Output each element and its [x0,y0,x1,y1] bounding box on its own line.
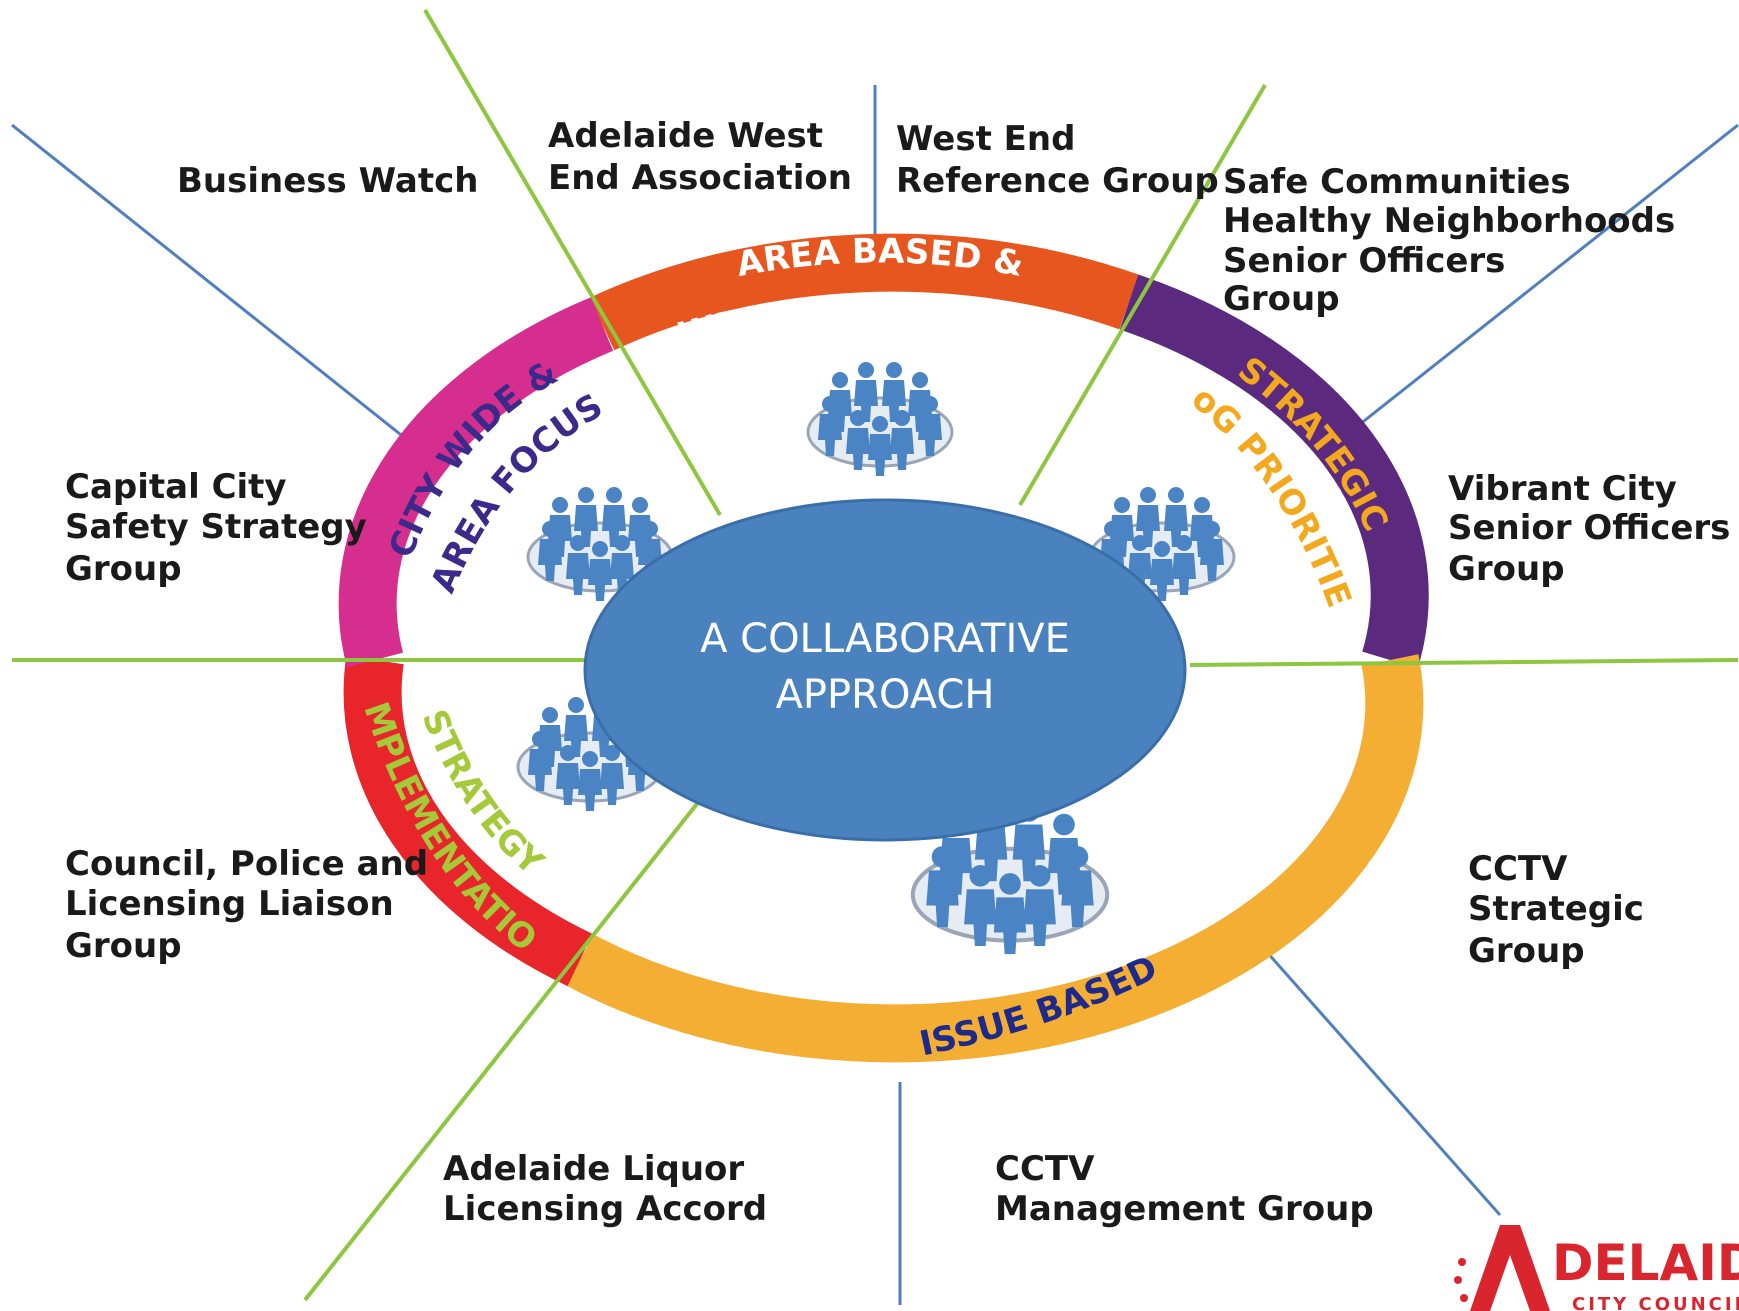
group-adelaide-west-end: Adelaide West End Association [548,116,852,198]
group-label: Licensing Accord [443,1189,767,1229]
logo-dot-icon [1454,1276,1462,1284]
logo-a-mark-icon [1470,1225,1550,1311]
group-label: Safety Strategy [65,507,367,547]
logo-subtext: CITY COUNCIL [1572,1294,1739,1311]
group-liquor-accord: Adelaide Liquor Licensing Accord [443,1149,767,1229]
group-label: Group [1223,279,1340,319]
group-label: Senior Officers [1223,241,1505,281]
logo-dot-icon [1460,1294,1468,1302]
group-label: Reference Group [896,161,1219,201]
group-label: Adelaide Liquor [443,1149,744,1189]
divider-line-4 [1189,658,1739,667]
people-group-icon [808,362,952,476]
segment-strategy-implementation [343,655,593,987]
group-label: CCTV [1468,849,1568,889]
segment-issue-based [566,654,1424,1063]
group-capital-city: Capital City Safety Strategy Group [65,467,367,589]
group-label: Vibrant City [1448,469,1677,509]
adelaide-city-council-logo: DELAIDE CITY COUNCIL [1454,1225,1739,1311]
ring [338,233,1429,1063]
group-label: Council, Police and [65,844,428,884]
group-label: End Association [548,158,852,198]
group-label: Group [1448,549,1565,589]
group-label: Senior Officers [1448,508,1730,548]
group-label: Business Watch [177,161,478,201]
logo-text: DELAIDE [1552,1234,1739,1292]
group-label: West End [896,119,1075,159]
divider-line-1 [423,8,722,517]
group-council-police: Council, Police and Licensing Liaison Gr… [65,844,428,966]
divider-line-2 [1018,83,1267,507]
spoke-line-cctv-strategic [1263,949,1502,1216]
segment-area-based [589,233,1139,351]
group-label: Group [65,926,182,966]
group-west-end-reference: West End Reference Group [896,119,1219,201]
group-safe-communities: Safe Communities Healthy Neighborhoods S… [1223,162,1675,319]
segment-city-wide [338,297,614,668]
group-label: Licensing Liaison [65,884,394,924]
group-business-watch: Business Watch [177,161,478,201]
segment-strategic [1119,274,1429,669]
group-label: Group [1468,931,1585,971]
group-label: Adelaide West [548,116,823,156]
spoke-line-vibrant-city [1339,123,1739,442]
center-label-line2: APPROACH [776,672,995,718]
group-label: Capital City [65,467,287,507]
center-ellipse [583,498,1187,842]
group-cctv-management: CCTV Management Group [995,1149,1374,1229]
group-label: Management Group [995,1189,1374,1229]
group-label: Healthy Neighborhoods [1223,201,1675,241]
group-label: Safe Communities [1223,162,1571,202]
group-label: Group [65,549,182,589]
group-label: Strategic [1468,889,1644,929]
group-label: CCTV [995,1149,1095,1189]
logo-dot-icon [1458,1258,1466,1266]
center-label-line1: A COLLABORATIVE [700,616,1070,662]
divider-line-5 [303,798,702,1302]
group-cctv-strategic: CCTV Strategic Group [1468,849,1644,971]
group-vibrant-city: Vibrant City Senior Officers Group [1448,469,1730,589]
spoke-line-business-watch [11,123,421,452]
